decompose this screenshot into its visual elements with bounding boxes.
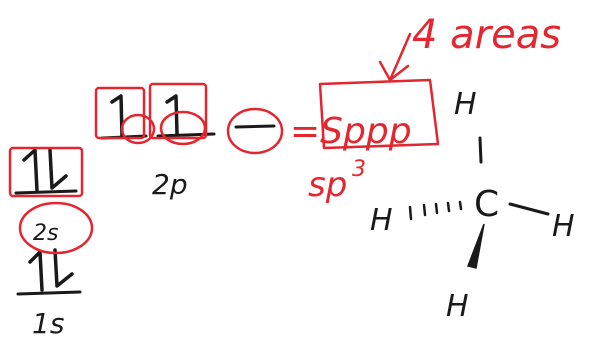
methane-bond-top — [478, 136, 483, 164]
red-box-2s — [8, 146, 84, 198]
up-arrow-1s — [28, 250, 44, 292]
down-arrow-1s — [53, 248, 74, 288]
red-circle-2p-3 — [226, 107, 284, 155]
red-box-2p-2 — [148, 82, 208, 140]
red-circle-2p-2 — [159, 110, 207, 146]
down-arrow-2s — [48, 148, 68, 190]
sublevel-1s-label: 1s — [32, 307, 64, 340]
hybrid-formula-box — [318, 78, 440, 150]
methane-solid-wedge-bond — [466, 223, 485, 269]
methane-top-h: H — [454, 87, 477, 122]
red-box-2p-1 — [94, 86, 146, 140]
methane-right-h: H — [552, 209, 575, 244]
orbital-2p-box-1 — [100, 94, 148, 140]
up-arrow-2s — [22, 148, 39, 193]
orbital-line-3-2p — [234, 124, 276, 129]
methane-left-h: H — [370, 203, 393, 238]
orbital-line-2s — [14, 189, 78, 195]
red-circle-2p-1 — [120, 113, 156, 145]
methane-hashed-wedge-bond — [408, 200, 463, 221]
annotation-pointer-arrow — [378, 32, 412, 82]
red-circle-2s — [18, 201, 94, 255]
hybrid-label: sp — [308, 165, 347, 205]
methane-bond-right — [508, 202, 550, 216]
areas-annotation: 4 areas — [412, 12, 561, 58]
methane-carbon: C — [474, 184, 499, 225]
sublevel-2p-label: 2p — [152, 168, 188, 201]
sublevel-2s-label: 2s — [33, 221, 58, 246]
methane-bottom-h: H — [446, 289, 469, 324]
orbital-line-1s — [16, 290, 82, 296]
up-arrow-1-2p — [110, 94, 124, 138]
up-arrow-2-2p — [165, 94, 179, 136]
hybrid-superscript: 3 — [352, 157, 366, 182]
